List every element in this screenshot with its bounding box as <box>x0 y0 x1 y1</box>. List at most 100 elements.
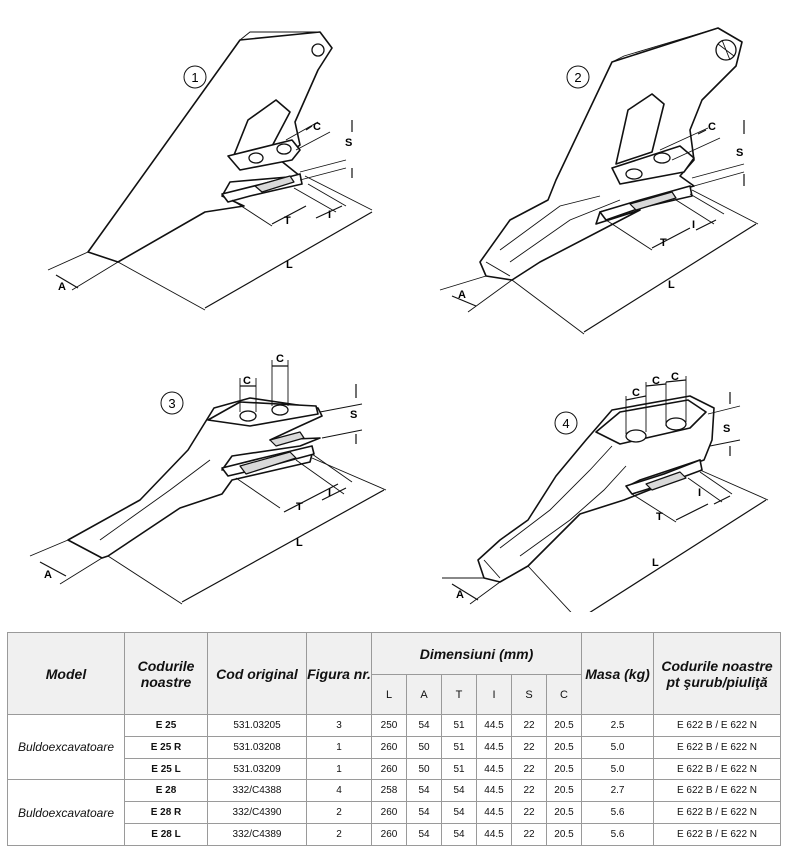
dim-S-cell: 22 <box>511 823 547 846</box>
bolt-code-cell: E 622 B / E 622 N <box>653 757 782 781</box>
figure-3-drawing: 3 A L T I C C S <box>29 353 387 605</box>
table-row: Buldoexcavatoare E 25 531.03205 3 250 54… <box>7 713 782 781</box>
original-code-cell: 332/C4388 <box>207 779 307 803</box>
figure-cell: 1 <box>306 735 372 759</box>
figure-2-drawing: 2 A L T I C S <box>439 27 759 335</box>
header-model: Model <box>7 632 125 715</box>
our-code-cell: E 25 <box>124 714 208 737</box>
dim-S-cell: 22 <box>511 801 547 825</box>
figure-3-dim-C1: C <box>243 375 251 387</box>
original-code-cell: 531.03208 <box>207 735 307 759</box>
dim-T-cell: 54 <box>441 823 477 846</box>
mass-cell: 5.6 <box>581 823 655 846</box>
figure-4-dim-C1: C <box>632 387 640 399</box>
figure-1-dim-L: L <box>286 259 293 271</box>
dim-A-cell: 50 <box>406 757 442 781</box>
dim-S-cell: 22 <box>511 735 547 759</box>
dim-L-cell: 260 <box>371 757 407 781</box>
dim-L-cell: 260 <box>371 801 407 825</box>
header-dim-T: T <box>441 674 477 715</box>
mass-cell: 2.7 <box>581 779 655 803</box>
dim-A-cell: 54 <box>406 779 442 803</box>
figure-cell: 2 <box>306 823 372 846</box>
figure-4-number: 4 <box>562 416 569 431</box>
figure-3-dim-T: T <box>296 501 303 513</box>
dim-I-cell: 44.5 <box>476 823 512 846</box>
figure-1-drawing: 1 A L T I C S <box>47 31 373 311</box>
original-code-cell: 531.03205 <box>207 714 307 737</box>
bolt-code-cell: E 622 B / E 622 N <box>653 801 782 825</box>
header-dim-C: C <box>545 674 583 715</box>
figure-2-dim-C: C <box>708 121 716 133</box>
our-code-cell: E 28 R <box>124 801 208 825</box>
table-row: E 25 R 531.03208 1 260 50 51 44.5 22 20.… <box>8 735 782 759</box>
model-cell: Buldoexcavatoare <box>7 713 125 781</box>
header-dim-I: I <box>476 674 512 715</box>
figure-2-dim-A: A <box>458 289 466 301</box>
dim-A-cell: 50 <box>406 735 442 759</box>
header-dimensions: Dimensiuni (mm) <box>370 632 583 675</box>
table-row: E 28 L 332/C4389 2 260 54 54 44.5 22 20.… <box>8 823 782 846</box>
figure-4-dim-T: T <box>656 511 663 523</box>
header-dim-S: S <box>511 674 547 715</box>
header-original-code: Cod original <box>207 632 307 715</box>
figure-4-dim-C2: C <box>652 375 660 387</box>
figure-cell: 3 <box>306 714 372 737</box>
dim-A-cell: 54 <box>406 801 442 825</box>
figure-3-dim-L: L <box>296 537 303 549</box>
figure-3-number: 3 <box>168 396 175 411</box>
dim-I-cell: 44.5 <box>476 735 512 759</box>
header-figure-no: Figura nr. <box>306 632 372 715</box>
figure-4-dim-A: A <box>456 589 464 601</box>
bolt-code-cell: E 622 B / E 622 N <box>653 735 782 759</box>
dim-L-cell: 260 <box>371 823 407 846</box>
our-code-cell: E 25 L <box>124 757 208 781</box>
mass-cell: 5.0 <box>581 735 655 759</box>
header-bolt-codes: Codurile noastre pt şurub/piuliţă <box>653 632 782 715</box>
figure-1-dim-A: A <box>58 281 66 293</box>
figure-1-dim-C: C <box>313 121 321 133</box>
dim-L-cell: 260 <box>371 735 407 759</box>
original-code-cell: 332/C4389 <box>207 823 307 846</box>
dim-I-cell: 44.5 <box>476 801 512 825</box>
our-code-cell: E 28 L <box>124 823 208 846</box>
figure-1-dim-S: S <box>345 137 352 149</box>
figure-4-dim-L: L <box>652 557 659 569</box>
figure-1-dim-I: I <box>328 209 331 221</box>
dim-I-cell: 44.5 <box>476 779 512 803</box>
figure-cell: 2 <box>306 801 372 825</box>
figure-cell: 1 <box>306 757 372 781</box>
dim-I-cell: 44.5 <box>476 757 512 781</box>
table-row: Buldoexcavatoare E 28 332/C4388 4 258 54… <box>7 779 782 846</box>
header-our-codes: Codurile noastre <box>124 632 208 715</box>
figure-3-dim-S: S <box>350 409 357 421</box>
original-code-cell: 531.03209 <box>207 757 307 781</box>
figure-3-dim-C2: C <box>276 353 284 365</box>
mass-cell: 5.6 <box>581 801 655 825</box>
mass-cell: 2.5 <box>581 714 655 737</box>
header-dim-A: A <box>406 674 442 715</box>
dim-A-cell: 54 <box>406 714 442 737</box>
figure-2-number: 2 <box>574 70 581 85</box>
figure-2-dim-S: S <box>736 147 743 159</box>
header-dim-L: L <box>371 674 407 715</box>
dim-S-cell: 22 <box>511 757 547 781</box>
dim-S-cell: 22 <box>511 779 547 803</box>
dim-C-cell: 20.5 <box>545 714 583 737</box>
figure-3-dim-I: I <box>328 487 331 499</box>
figure-3-dim-A: A <box>44 569 52 581</box>
figure-2-dim-I: I <box>692 219 695 231</box>
dim-I-cell: 44.5 <box>476 714 512 737</box>
dim-L-cell: 258 <box>371 779 407 803</box>
figure-2-dim-L: L <box>668 279 675 291</box>
dim-A-cell: 54 <box>406 823 442 846</box>
dim-C-cell: 20.5 <box>545 779 583 803</box>
figure-4-dim-C3: C <box>671 371 679 383</box>
dim-T-cell: 51 <box>441 735 477 759</box>
dim-C-cell: 20.5 <box>545 823 583 846</box>
figure-4-dim-S: S <box>723 423 730 435</box>
dim-L-cell: 250 <box>371 714 407 737</box>
figure-4-drawing: 4 A L T I C C C S <box>442 371 769 612</box>
dim-T-cell: 51 <box>441 714 477 737</box>
figure-1-number: 1 <box>191 70 198 85</box>
